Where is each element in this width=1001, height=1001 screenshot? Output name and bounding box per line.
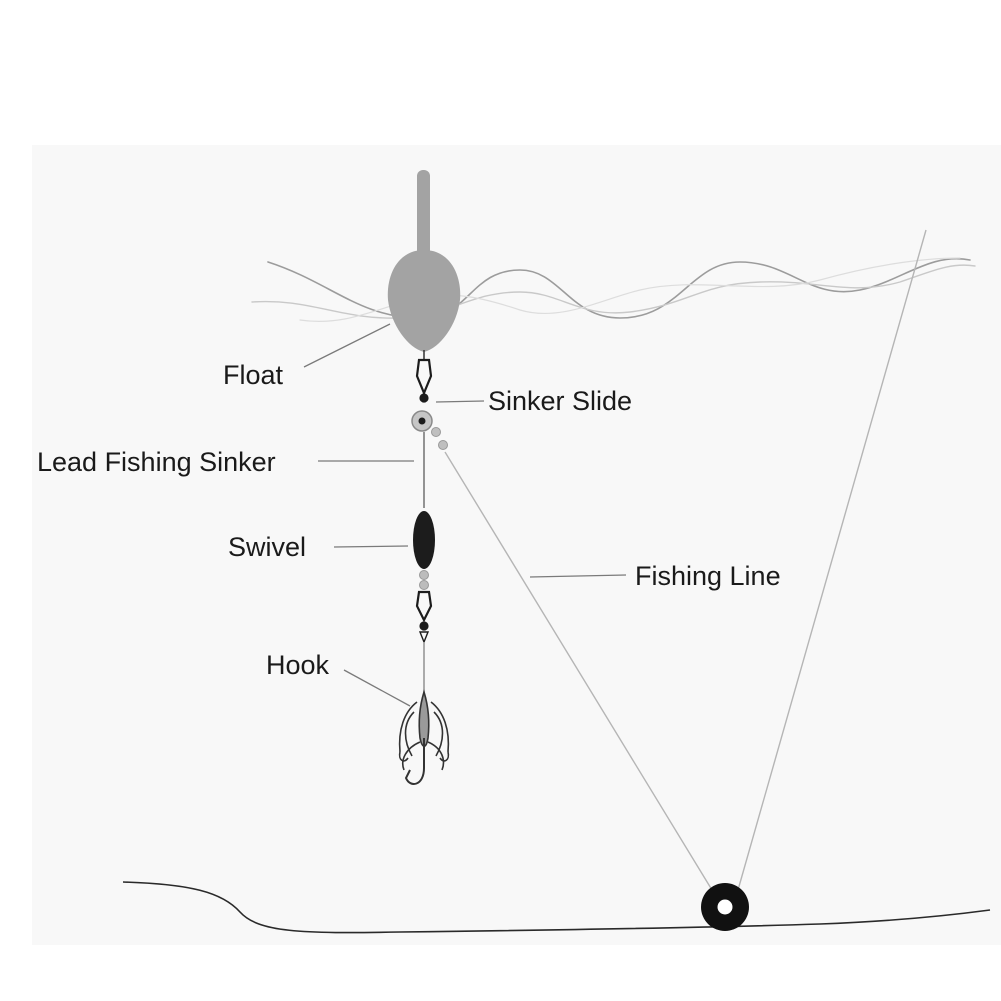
sinker-ring-icon bbox=[701, 883, 749, 931]
river-bed-line bbox=[122, 881, 991, 934]
label-float: Float bbox=[223, 360, 284, 390]
label-swivel: Swivel bbox=[228, 532, 307, 562]
label-sinker-slide: Sinker Slide bbox=[488, 386, 633, 416]
beads-icon bbox=[419, 570, 429, 590]
label-lead-fishing-sinker: Lead Fishing Sinker bbox=[37, 447, 276, 477]
sinker-slide-icon bbox=[411, 410, 448, 450]
swivel-icon bbox=[415, 590, 433, 644]
label-fishing-line: Fishing Line bbox=[635, 561, 781, 591]
snap-clip-icon bbox=[415, 358, 433, 403]
background-panel bbox=[32, 145, 1001, 945]
water-surface bbox=[251, 257, 976, 323]
fishing-line bbox=[444, 229, 927, 891]
float-icon bbox=[387, 170, 461, 360]
barrel-sinker-icon bbox=[413, 511, 435, 569]
hook-icon bbox=[398, 689, 450, 785]
label-hook: Hook bbox=[266, 650, 330, 680]
callout-lines bbox=[303, 323, 627, 707]
